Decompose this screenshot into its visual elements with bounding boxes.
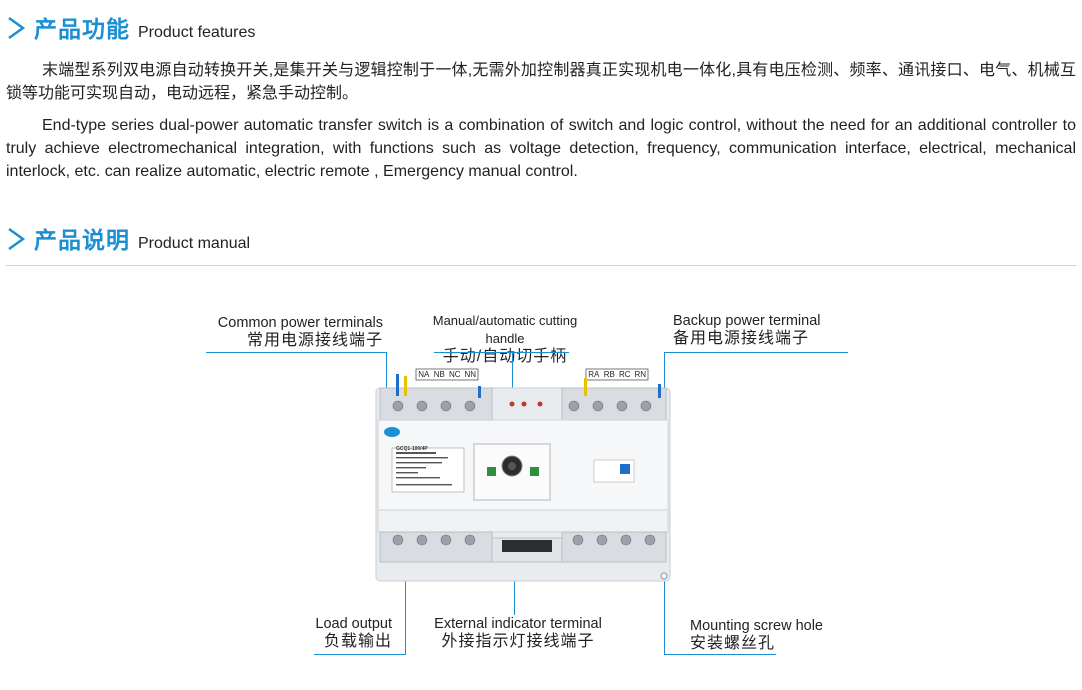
callout-screw-hole: Mounting screw hole 安装螺丝孔: [690, 617, 850, 653]
leader-line: [664, 352, 665, 398]
callout-load-output-zh: 负载输出: [323, 633, 392, 650]
right-terminal-labels: RA RB RC RN: [586, 369, 648, 380]
callout-backup-power-zh: 备用电源接线端子: [673, 330, 810, 347]
terminal-label: NN: [464, 370, 477, 379]
manual-title-zh: 产品说明: [34, 227, 130, 253]
callout-backup-power-en: Backup power terminal: [673, 313, 821, 329]
leader-line: [434, 352, 569, 353]
terminal-label: RC: [618, 370, 631, 379]
device-model-label: GCQ1-100/4P: [396, 446, 428, 452]
leader-line: [664, 654, 776, 655]
callout-load-output: Load output 负载输出: [290, 615, 392, 651]
callout-indicator-en: External indicator terminal: [434, 616, 602, 632]
left-terminal-labels: NA NB NC NN: [416, 369, 478, 380]
callout-handle-zh: 手动/自动切手柄: [442, 348, 568, 365]
callout-backup-power: Backup power terminal 备用电源接线端子: [673, 312, 853, 348]
leader-line: [314, 654, 406, 655]
callout-handle-en: Manual/automatic cutting handle: [432, 313, 578, 346]
callout-indicator-zh: 外接指示灯接线端子: [441, 633, 595, 650]
callout-common-power-en: Common power terminals: [217, 315, 383, 331]
features-paragraph-zh: 末端型系列双电源自动转换开关,是集开关与逻辑控制于一体,无需外加控制器真正实现机…: [6, 62, 1076, 102]
callout-common-power: Common power terminals 常用电源接线端子: [190, 314, 383, 350]
callout-handle: Manual/automatic cutting handle 手动/自动切手柄: [420, 312, 590, 366]
callout-common-power-zh: 常用电源接线端子: [246, 332, 383, 349]
callout-screw-hole-en: Mounting screw hole: [690, 618, 823, 634]
terminal-label: RB: [603, 370, 615, 379]
callout-indicator: External indicator terminal 外接指示灯接线端子: [420, 615, 616, 651]
leader-line: [664, 352, 848, 353]
features-paragraph-en: End-type series dual-power automatic tra…: [6, 117, 1076, 180]
terminal-label: NC: [448, 370, 461, 379]
terminal-label: NA: [418, 370, 430, 379]
terminal-label: RN: [634, 370, 647, 379]
section-divider: [6, 265, 1076, 266]
terminal-label: RA: [588, 370, 600, 379]
manual-heading: 产品说明 Product manual: [0, 221, 250, 255]
manual-title-en: Product manual: [138, 235, 251, 252]
leader-line: [405, 540, 406, 654]
callout-screw-hole-zh: 安装螺丝孔: [690, 635, 776, 652]
features-heading: 产品功能 Product features: [0, 10, 255, 44]
features-title-en: Product features: [138, 24, 256, 41]
leader-line: [386, 352, 387, 398]
terminal-label: NB: [433, 370, 445, 379]
leader-line: [206, 352, 386, 353]
chevron-right-icon: [6, 15, 28, 41]
callout-load-output-en: Load output: [315, 616, 392, 632]
features-title-zh: 产品功能: [34, 16, 130, 42]
chevron-right-icon: [6, 226, 28, 252]
leader-line: [664, 577, 665, 654]
transfer-switch-device: NA NB NC NN RA RB RC RN GCQ1-100/4P: [374, 368, 672, 583]
